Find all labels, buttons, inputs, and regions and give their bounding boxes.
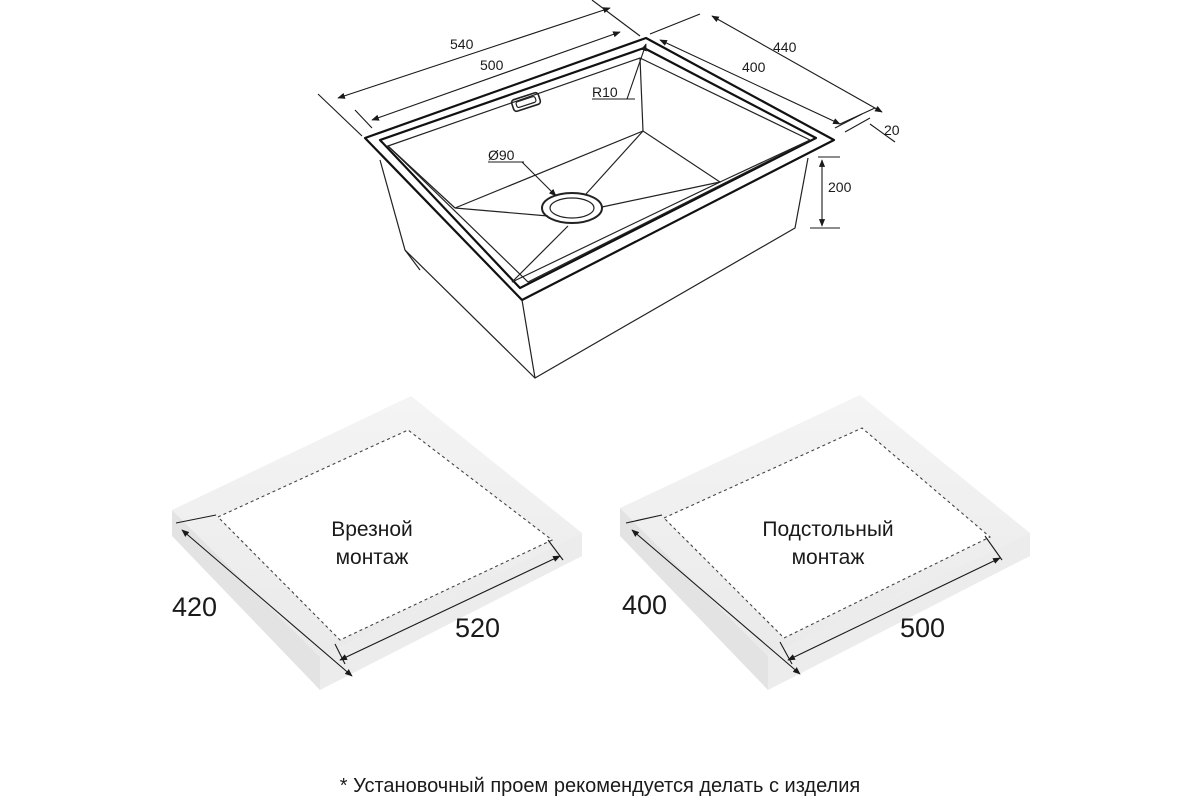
label-top-mount-line2: монтаж: [336, 546, 409, 569]
label-top-mount-line1: Врезной: [331, 518, 413, 541]
footnote: * Установочный проем рекомендуется делат…: [340, 775, 860, 797]
dim-outer-width: 540: [450, 36, 474, 52]
dim-corner-radius: R10: [592, 84, 618, 100]
dim-rim: 20: [884, 122, 900, 138]
sink-outer-body: [379, 157, 809, 379]
sink-drawing: 540 500 440 400 20 200 R10 Ø90: [317, 0, 900, 379]
sink-outer-rim: [363, 36, 836, 302]
label-under-mount-line2: монтаж: [792, 546, 865, 569]
cut-line-top-mount: [217, 429, 554, 641]
cut-line-under-mount: [663, 427, 991, 639]
dim-inner-width: 500: [480, 57, 504, 73]
dim-top-mount-width: 520: [455, 613, 500, 643]
dim-top-mount-depth: 420: [172, 592, 217, 622]
sink-drain: [541, 192, 603, 224]
dim-under-mount-depth: 400: [622, 590, 667, 620]
cutout-top-mount: 420 520 Врезной монтаж: [172, 396, 582, 690]
sink-bowl-bottom: [454, 130, 722, 283]
dim-under-mount-width: 500: [900, 613, 945, 643]
dim-inner-depth: 400: [742, 59, 766, 75]
label-under-mount-line1: Подстольный: [762, 518, 893, 541]
cutout-under-mount: 400 500 Подстольный монтаж: [620, 395, 1030, 690]
dim-drain-diameter: Ø90: [488, 147, 515, 163]
dim-outer-depth: 440: [773, 39, 797, 55]
dim-height: 200: [828, 179, 852, 195]
